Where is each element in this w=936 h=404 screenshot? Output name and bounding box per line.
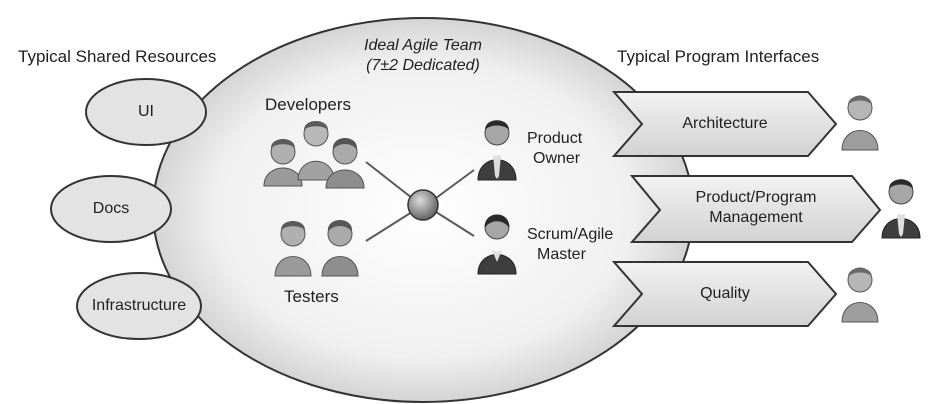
testers-person-icon-2	[321, 220, 359, 277]
interface-architecture-label: Architecture	[682, 115, 768, 132]
scrum-master-label-line2: Master	[537, 246, 586, 263]
interface-quality-arrow	[611, 261, 838, 327]
interface-product-program-label-line1: Product/Program	[695, 189, 817, 206]
product-owner-label-line2: Owner	[533, 150, 581, 167]
resource-ui-ellipse	[85, 78, 207, 146]
developers-label: Developers	[265, 95, 351, 114]
connector-developers	[365, 161, 413, 199]
testers-label: Testers	[284, 287, 339, 306]
testers-person-icon-1	[274, 221, 312, 277]
interface-architecture-arrow	[611, 91, 838, 157]
developers-person-icon-3	[325, 138, 365, 189]
interface-quality-label: Quality	[700, 285, 750, 302]
resource-ui-label: UI	[138, 103, 154, 120]
connector-product-owner	[435, 169, 475, 199]
developers-person-icon-2	[297, 121, 335, 181]
program-interfaces-heading: Typical Program Interfaces	[617, 47, 820, 66]
resource-docs-ellipse	[50, 175, 172, 243]
shared-resources-heading: Typical Shared Resources	[18, 47, 217, 66]
interface-product-program-label-line2: Management	[709, 209, 803, 226]
product-owner-person-icon	[477, 120, 517, 181]
connector-scrum-master	[435, 211, 475, 237]
resource-infrastructure-ellipse	[76, 272, 202, 340]
team-size-note: (7±2 Dedicated)	[366, 57, 480, 74]
scrum-master-person-icon	[477, 214, 517, 275]
resource-docs-label: Docs	[92, 200, 130, 217]
scrum-master-label-line1: Scrum/Agile	[527, 226, 614, 243]
developers-person-icon-1	[263, 139, 303, 187]
connector-testers	[365, 211, 413, 242]
product-owner-label-line1: Product	[527, 130, 583, 147]
product-program-person-icon	[881, 179, 921, 239]
quality-person-icon	[841, 267, 879, 323]
team-hub-sphere	[407, 189, 439, 221]
team-title: Ideal Agile Team	[364, 37, 482, 54]
architecture-person-icon	[841, 95, 879, 151]
resource-infrastructure-label: Infrastructure	[91, 297, 187, 314]
interface-product-program-arrow	[629, 175, 882, 243]
